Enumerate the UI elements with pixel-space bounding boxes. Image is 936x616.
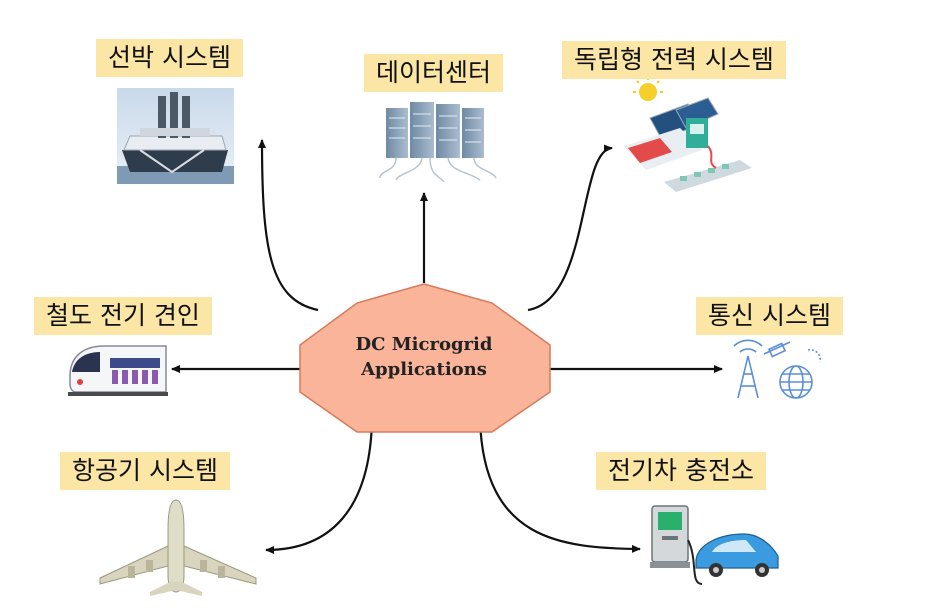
center-heptagon <box>299 283 551 433</box>
arrow-to-standalone-power <box>527 144 613 312</box>
label-datacenter: 데이터센터 <box>364 54 504 92</box>
label-ev-charging-station: 전기차 충전소 <box>596 452 766 490</box>
center-node: DC Microgrid Applications <box>299 283 551 433</box>
datacenter-icon <box>379 102 497 183</box>
train-icon <box>68 345 168 396</box>
label-railway-traction: 철도 전기 견인 <box>34 297 212 335</box>
label-aircraft-system: 항공기 시스템 <box>60 452 230 490</box>
solar-power-icon <box>624 77 752 192</box>
label-ship-system: 선박 시스템 <box>96 39 243 77</box>
telecom-icon <box>733 339 822 399</box>
center-title-line2: Applications <box>360 359 487 380</box>
ev-charger-icon <box>650 505 779 585</box>
arrow-to-aircraft <box>265 419 374 554</box>
airplane-icon <box>99 499 257 596</box>
connector-arrows <box>171 139 723 554</box>
label-standalone-power-system: 독립형 전력 시스템 <box>562 41 786 79</box>
ship-icon <box>117 88 234 184</box>
arrow-to-ev-charging <box>478 419 641 553</box>
arrow-to-ship <box>258 139 319 312</box>
center-title-line1: DC Microgrid <box>356 334 493 355</box>
label-telecom-system: 통신 시스템 <box>696 297 843 335</box>
